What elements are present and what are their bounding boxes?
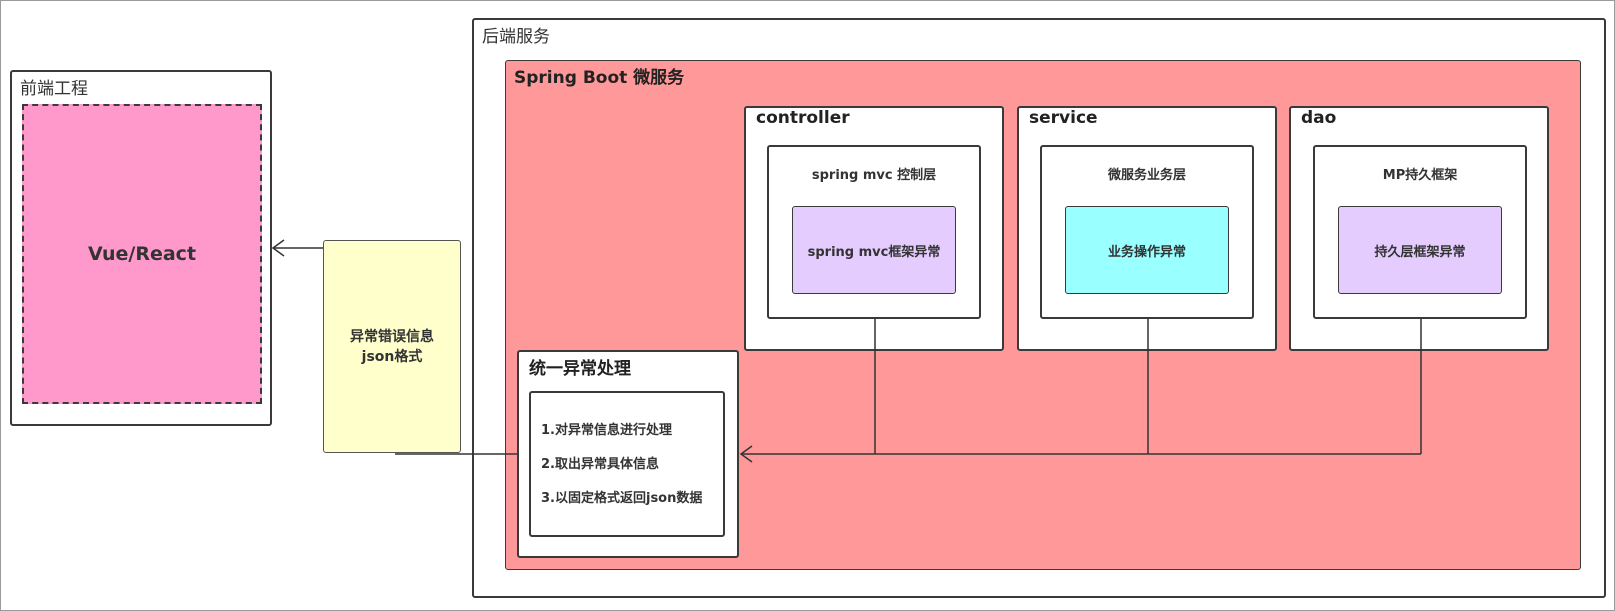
handler-step-1: 1.对异常信息进行处理 [541,423,672,438]
error-message-line1: 异常错误信息 [350,328,434,345]
handler-step-2: 2.取出异常具体信息 [541,457,659,472]
dao-layer-title: dao [1301,108,1337,128]
service-layer-title: service [1029,108,1098,128]
vue-react-label: Vue/React [87,243,197,265]
business-exception-label: 业务操作异常 [1107,244,1186,260]
persistence-exception: 持久层框架异常 [1338,206,1502,294]
spring-mvc-layer-title: spring mvc 控制层 [811,168,937,183]
controller-layer-title: controller [756,108,850,128]
error-message-line2: json格式 [361,348,423,365]
spring-boot-title: Spring Boot 微服务 [514,68,685,88]
spring-mvc-exception-label: spring mvc框架异常 [807,244,941,260]
business-exception: 业务操作异常 [1065,206,1229,294]
spring-mvc-exception: spring mvc框架异常 [792,206,956,294]
handler-step-3: 3.以固定格式返回json数据 [541,491,703,506]
unified-exception-title: 统一异常处理 [529,359,631,379]
error-message-box: 异常错误信息 json格式 [323,240,461,453]
persistence-exception-label: 持久层框架异常 [1374,244,1466,260]
handler-steps-box: 1.对异常信息进行处理 2.取出异常具体信息 3.以固定格式返回json数据 [529,391,725,537]
vue-react-box: Vue/React [22,104,262,404]
business-layer-title: 微服务业务层 [1107,168,1186,183]
mp-persistence-layer-title: MP持久框架 [1382,168,1458,183]
backend-service-title: 后端服务 [482,27,550,47]
frontend-project-title: 前端工程 [20,79,88,99]
